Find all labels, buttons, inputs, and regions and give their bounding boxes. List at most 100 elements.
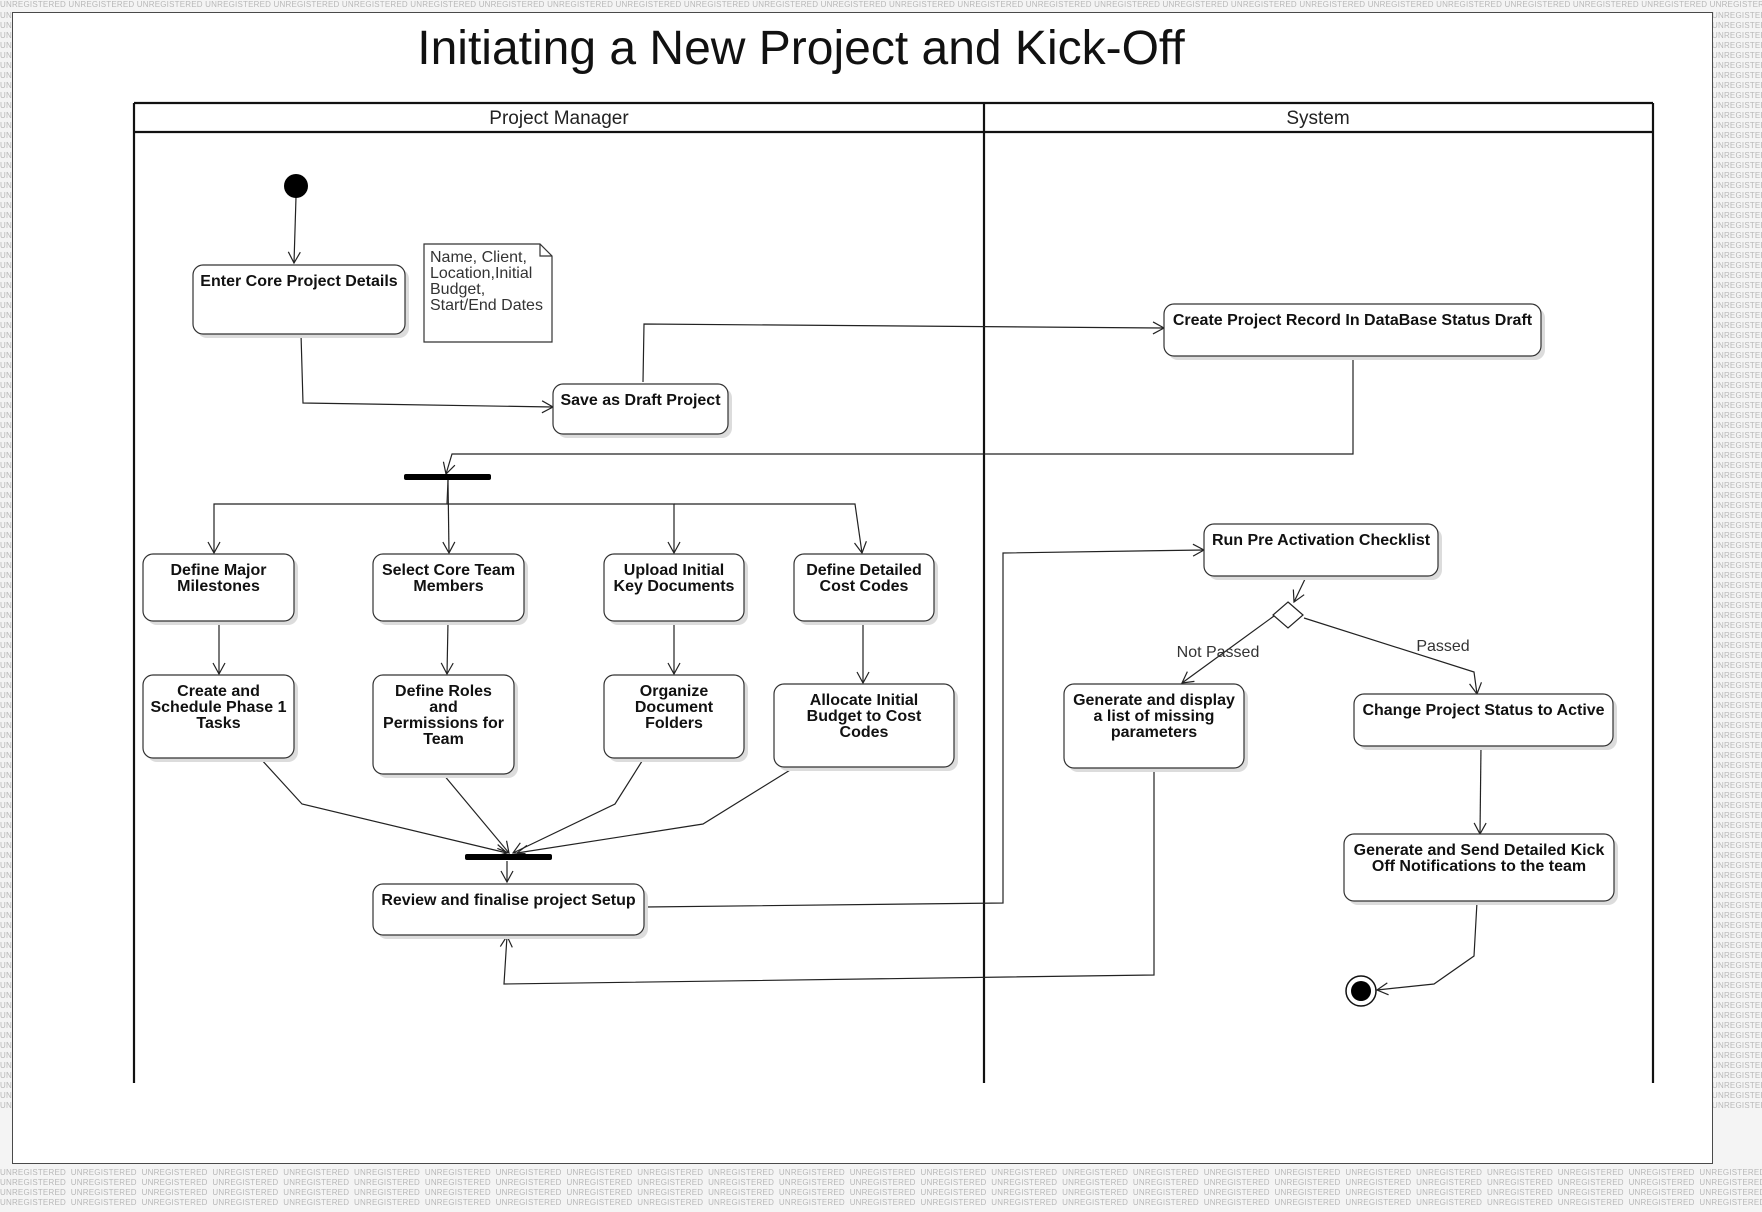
edge-notifications-to-end (1375, 901, 1478, 996)
action-label-line: Run Pre Activation Checklist (1212, 532, 1431, 549)
note-line: Start/End Dates (430, 297, 543, 314)
action-label-line: Codes (840, 724, 889, 741)
edge-missing-to-review (499, 768, 1155, 985)
action-label-line: Budget to Cost (807, 708, 922, 725)
action-enter-details: Enter Core Project Details (192, 264, 409, 338)
lane-title-system: System (1286, 108, 1349, 129)
watermark-bottom: UNREGISTERED UNREGISTERED UNREGISTERED U… (0, 1168, 1762, 1207)
decision-diamond (1272, 601, 1304, 629)
action-label-line: Folders (645, 715, 703, 732)
svg-text:Review and finalise project Se: Review and finalise project Setup (381, 892, 636, 909)
action-change-status: Change Project Status to Active (1353, 693, 1617, 750)
note-line: Location,Initial (430, 265, 532, 282)
action-label-line: Define Major (170, 562, 266, 579)
join-bar (465, 854, 552, 860)
action-run-checklist: Run Pre Activation Checklist (1203, 523, 1442, 580)
edge-fork-to-select-team (442, 479, 456, 555)
lane-title-project-manager: Project Manager (489, 108, 629, 129)
action-label-line: Off Notifications to the team (1372, 858, 1586, 875)
edge-checklist-to-decision (1292, 576, 1307, 604)
action-label-line: Save as Draft Project (560, 392, 721, 409)
final-node (1345, 975, 1377, 1007)
note-line: Budget, (430, 281, 485, 298)
action-label-line: Define Roles (395, 683, 492, 700)
edge-fork-to-cost-codes (674, 503, 867, 555)
edge-roles-to-join (442, 773, 510, 854)
svg-text:Change Project Status to Activ: Change Project Status to Active (1362, 702, 1604, 719)
action-label-line: Schedule Phase 1 (150, 699, 286, 716)
edge-select-team-to-roles (440, 621, 454, 676)
action-label-line: Milestones (177, 578, 260, 595)
action-review-setup: Review and finalise project Setup (372, 883, 648, 939)
guard-label-passed: Passed (1416, 638, 1469, 655)
svg-text:Enter Core Project Details: Enter Core Project Details (200, 273, 398, 290)
action-label-line: Document (635, 699, 714, 716)
action-label-line: Define Detailed (806, 562, 922, 579)
action-label-line: Change Project Status to Active (1362, 702, 1604, 719)
edge-save-draft-to-create-record (642, 321, 1166, 383)
diagram-canvas: Initiating a New Project and Kick-Off Pr… (12, 12, 1713, 1164)
action-label-line: Upload Initial (624, 562, 724, 579)
action-label-line: Members (413, 578, 483, 595)
swimlanes: Project Manager System (132, 101, 1655, 1083)
action-label-line: Review and finalise project Setup (381, 892, 636, 909)
edge-fork-to-upload-docs (447, 503, 681, 555)
svg-text:Run Pre Activation Checklist: Run Pre Activation Checklist (1212, 532, 1431, 549)
watermark-right: UNREGISTERED UNREGISTERED UNREGISTERED U… (1712, 11, 1762, 1110)
edges (207, 196, 1487, 996)
action-label-line: Generate and Send Detailed Kick (1354, 842, 1605, 859)
edge-schedule-to-join (259, 757, 509, 857)
action-label-line: a list of missing (1094, 708, 1215, 725)
svg-text:Create Project Record In DataB: Create Project Record In DataBase Status… (1173, 312, 1533, 329)
action-label-line: Create and (177, 683, 260, 700)
edge-decision-to-change-status (1303, 617, 1483, 696)
edge-folders-to-join (511, 757, 645, 855)
watermark-left: UNREGISTERED UNREGISTERED UNREGISTERED U… (0, 11, 12, 1110)
edge-change-status-to-notifications (1473, 745, 1487, 836)
action-label-line: Key Documents (614, 578, 735, 595)
action-label-line: Create Project Record In DataBase Status… (1173, 312, 1533, 329)
action-label-line: Organize (640, 683, 709, 700)
edge-decision-to-missing (1180, 615, 1275, 684)
edge-enter-details-to-save-draft (300, 333, 555, 414)
action-label-line: parameters (1111, 724, 1197, 741)
edge-fork-to-milestones (207, 479, 449, 555)
action-label-line: and (429, 699, 457, 716)
action-create-record: Create Project Record In DataBase Status… (1163, 303, 1545, 360)
edge-create-record-to-fork (442, 357, 1354, 476)
action-label-line: Team (423, 731, 464, 748)
svg-text:Save as Draft Project: Save as Draft Project (560, 392, 721, 409)
action-label-line: Generate and display (1073, 692, 1235, 709)
action-label-line: Allocate Initial (810, 692, 918, 709)
note-line: Name, Client, (430, 249, 527, 266)
guard-label-not-passed: Not Passed (1177, 644, 1260, 661)
action-label-line: Tasks (196, 715, 240, 732)
watermark-top: UNREGISTERED UNREGISTERED UNREGISTERED U… (0, 0, 1762, 9)
action-label-line: Enter Core Project Details (200, 273, 398, 290)
action-label-line: Cost Codes (820, 578, 909, 595)
action-label-line: Permissions for (383, 715, 504, 732)
initial-node (284, 174, 308, 198)
diagram-title: Initiating a New Project and Kick-Off (417, 22, 1185, 75)
